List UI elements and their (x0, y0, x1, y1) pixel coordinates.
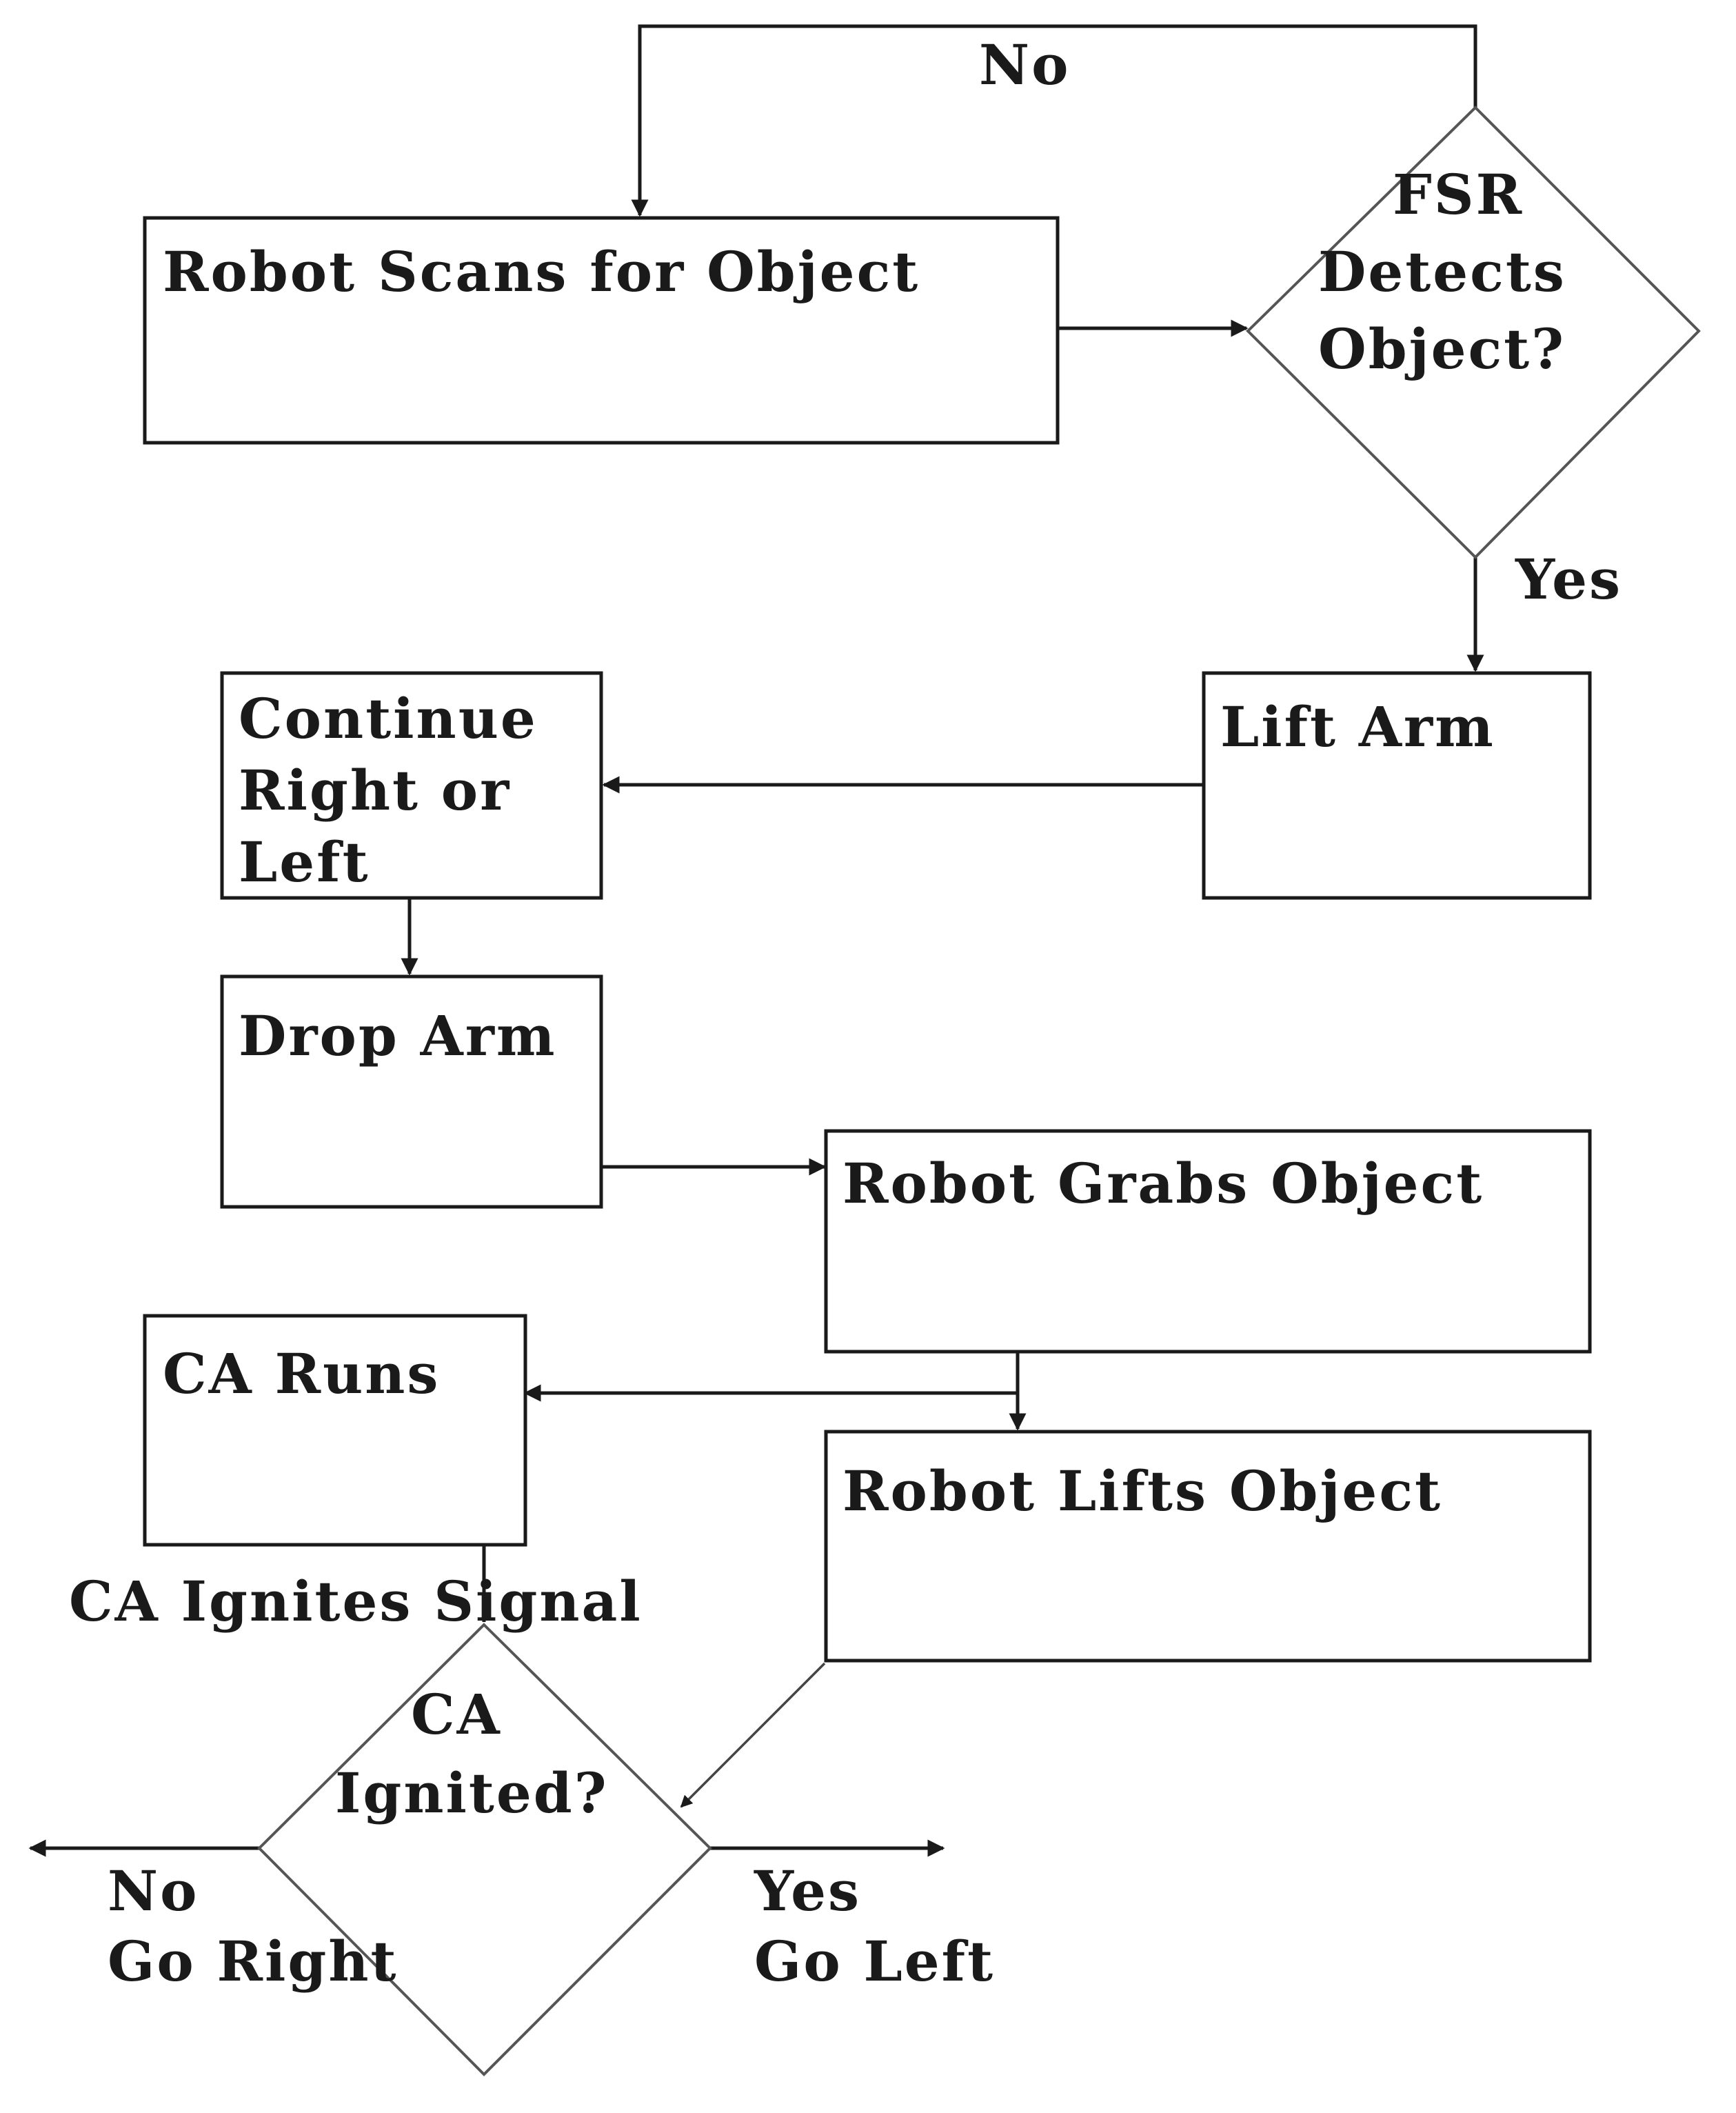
edge-label-ca-yes-1: Yes (754, 1859, 861, 1923)
node-lifts-label: Robot Lifts Object (842, 1459, 1442, 1523)
edge-fsr-no (631, 24, 1477, 217)
node-continue-label-1: Continue (239, 686, 538, 751)
node-continue-label-2: Right or (239, 758, 511, 823)
node-continue (220, 671, 603, 900)
node-lift-arm-label: Lift Arm (1220, 694, 1495, 759)
edge-label-ca-no-1: No (108, 1859, 199, 1923)
edge-lifts-to-decision (680, 1662, 826, 1808)
node-ca-label-2: Ignited? (335, 1761, 609, 1825)
node-lift-arm (1202, 671, 1592, 900)
edge-label-fsr-no: No (979, 32, 1070, 97)
node-grabs-label: Robot Grabs Object (842, 1151, 1484, 1216)
node-ca-label-1: CA (411, 1682, 502, 1747)
node-fsr-decision (1246, 106, 1701, 559)
edge-label-ca-yes-2: Go Left (754, 1929, 995, 1994)
node-scan-label: Robot Scans for Object (163, 239, 920, 304)
edge-label-ca-no-2: Go Right (108, 1929, 398, 1994)
node-lifts (824, 1430, 1592, 1663)
node-fsr-label-2: Detects (1318, 239, 1566, 304)
node-grabs (824, 1129, 1592, 1354)
node-ca-runs-label: CA Runs (163, 1341, 440, 1406)
node-fsr-label-3: Object? (1318, 317, 1566, 381)
node-ca-runs (143, 1314, 527, 1547)
edge-grabs-to-ca-runs (523, 1352, 1020, 1402)
edge-label-fsr-yes: Yes (1515, 547, 1622, 612)
node-fsr-label-1: FSR (1393, 162, 1524, 227)
node-drop-arm-label: Drop Arm (239, 1003, 557, 1068)
edge-label-ca-ignites: CA Ignites Signal (69, 1569, 643, 1634)
node-scan (143, 216, 1060, 445)
node-continue-label-3: Left (239, 830, 370, 894)
node-drop-arm (220, 974, 603, 1209)
node-ca-decision (257, 1623, 712, 2076)
